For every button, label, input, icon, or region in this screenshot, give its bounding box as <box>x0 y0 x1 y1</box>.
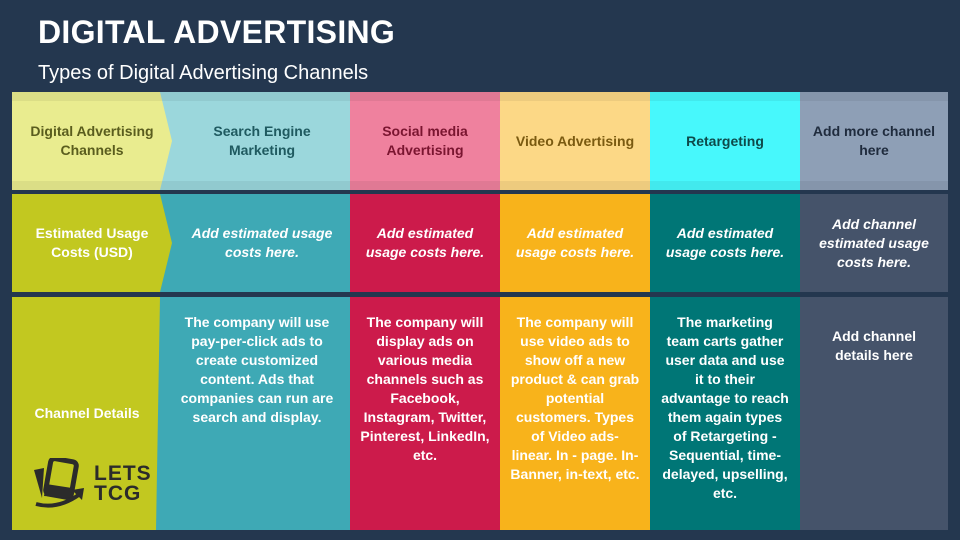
logo: LETS TCG <box>32 458 152 510</box>
row-label-costs: Estimated Usage Costs (USD) <box>12 194 184 292</box>
row-label-channels: Digital Advertising Channels <box>12 92 184 190</box>
logo-text-line1: LETS <box>94 462 152 485</box>
cost-video: Add estimated usage costs here. <box>500 194 650 292</box>
channel-header-social: Social media Advertising <box>350 92 500 190</box>
details-social: The company will display ads on various … <box>350 297 500 530</box>
logo-text-line2: TCG <box>94 482 142 505</box>
details-sem: The company will use pay-per-click ads t… <box>156 297 350 530</box>
row-label-details: Channel Details <box>12 297 172 530</box>
logo-cards-icon <box>34 458 84 508</box>
cost-add-more: Add channel estimated usage costs here. <box>800 194 948 292</box>
channel-header-add-more: Add more channel here <box>800 92 948 190</box>
cost-sem: Add estimated usage costs here. <box>160 194 350 292</box>
details-retargeting: The marketing team carts gather user dat… <box>650 297 800 530</box>
details-video: The company will use video ads to show o… <box>500 297 650 530</box>
channel-header-video: Video Advertising <box>500 92 650 190</box>
page-subtitle: Types of Digital Advertising Channels <box>38 62 369 84</box>
cost-retargeting: Add estimated usage costs here. <box>650 194 800 292</box>
cost-social: Add estimated usage costs here. <box>350 194 500 292</box>
details-add-more: Add channel details here <box>800 297 948 530</box>
channel-header-retargeting: Retargeting <box>650 92 800 190</box>
channel-header-sem: Search Engine Marketing <box>160 92 350 190</box>
page-title: DIGITAL ADVERTISING <box>38 14 396 50</box>
